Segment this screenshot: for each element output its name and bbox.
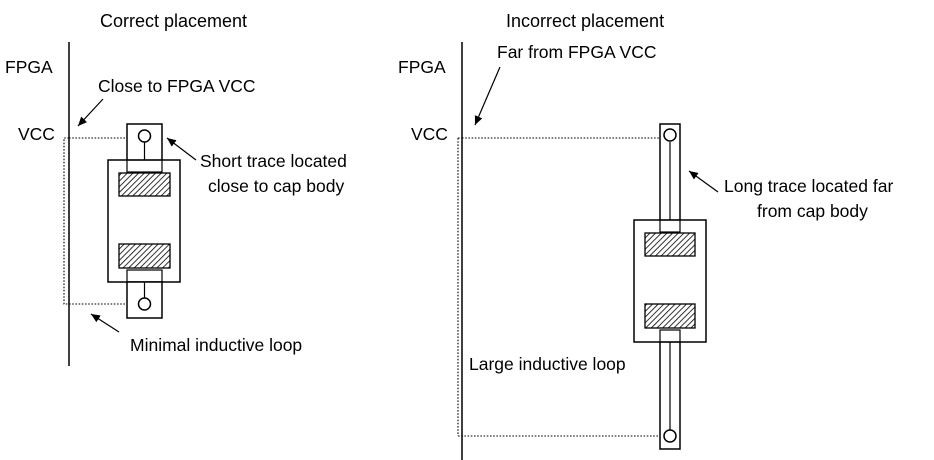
capacitor-pad-bottom-left — [118, 243, 171, 269]
capacitor-pad-top-left — [118, 172, 171, 197]
short-trace-note-line2: close to cap body — [208, 176, 344, 196]
correct-placement-title: Correct placement — [100, 11, 247, 31]
top-tab-neck-right — [659, 219, 681, 233]
capacitor-pad-bottom-right — [644, 303, 696, 329]
vcc-label-left: VCC — [18, 124, 55, 144]
long-trace-arrow — [688, 170, 719, 193]
via-bottom-right — [663, 429, 677, 443]
loop-left-inner — [63, 137, 70, 305]
minimal-loop-note: Minimal inductive loop — [130, 335, 302, 355]
incorrect-placement-title: Incorrect placement — [506, 11, 664, 31]
far-from-vcc-note: Far from FPGA VCC — [497, 42, 656, 62]
via-top-right — [663, 128, 677, 142]
close-to-vcc-arrow — [77, 98, 104, 127]
minimal-loop-arrow — [90, 313, 120, 333]
fpga-label-left: FPGA — [5, 57, 53, 77]
fpga-label-right: FPGA — [398, 57, 446, 77]
large-loop-note: Large inductive loop — [469, 354, 626, 374]
long-trace-note-line2: from cap body — [757, 201, 868, 221]
short-trace-note-line1: Short trace located — [200, 151, 347, 171]
long-trace-note-line1: Long trace located far — [724, 176, 893, 196]
vcc-label-right: VCC — [411, 124, 448, 144]
incorrect-placement-panel: Incorrect placement FPGA VCC Far from FP… — [398, 11, 893, 460]
via-bottom-left — [137, 297, 152, 311]
bottom-tab-neck-right — [659, 329, 681, 343]
top-tab-neck-left — [126, 159, 163, 173]
correct-placement-panel: Correct placement FPGA VCC Close to FPGA… — [5, 11, 347, 366]
short-trace-arrow — [166, 137, 197, 161]
loop-label-backdrop — [467, 352, 657, 376]
far-from-vcc-arrow — [474, 66, 501, 126]
capacitor-pad-top-right — [644, 232, 696, 257]
via-top-left — [137, 129, 152, 143]
close-to-vcc-note: Close to FPGA VCC — [98, 76, 256, 96]
